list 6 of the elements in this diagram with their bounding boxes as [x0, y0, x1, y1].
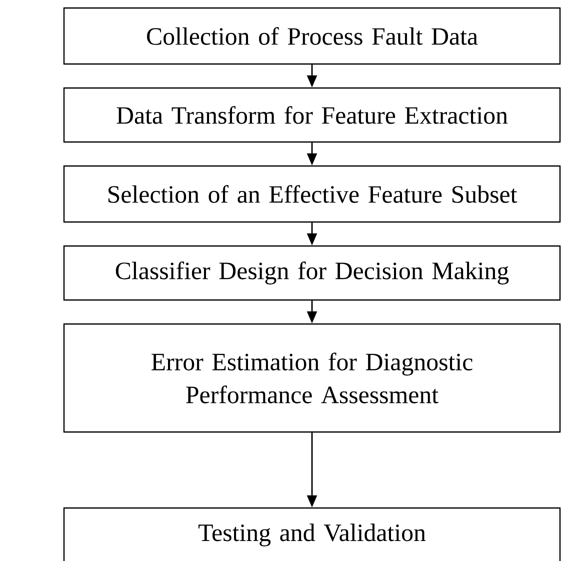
process-box: Error Estimation for Diagnostic Performance Assessment: [63, 323, 561, 433]
process-box: Data Transform for Feature Extraction: [63, 87, 561, 143]
process-box: Testing and Validation: [63, 507, 561, 561]
process-box: Selection of an Effective Feature Subset: [63, 165, 561, 223]
process-box: Classifier Design for Decision Making: [63, 245, 561, 301]
process-box: Collection of Process Fault Data: [63, 7, 561, 65]
